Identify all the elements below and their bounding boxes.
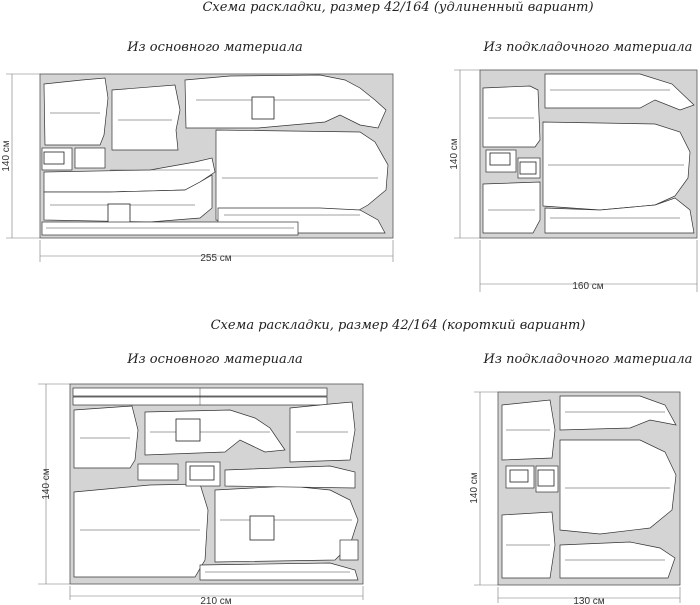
- pattern-piece: [224, 465, 356, 489]
- section-2-lining-height: 140 см: [469, 472, 480, 503]
- label-box: [189, 465, 215, 481]
- pattern-piece: [214, 485, 359, 563]
- pattern-piece: [41, 221, 299, 236]
- label-box: [43, 151, 65, 165]
- section-2-lining-width: 130 см: [573, 596, 604, 605]
- label-box: [489, 152, 511, 166]
- section-1-lining-layout: Из подкладочного материала 140 см 160 см: [449, 40, 698, 292]
- section-2-main-width: 210 см: [200, 596, 231, 605]
- section-1-main-subtitle: Из основного материала: [126, 40, 303, 55]
- pattern-piece: [73, 483, 209, 578]
- pattern-piece: [542, 121, 691, 211]
- pattern-piece: [43, 77, 109, 146]
- label-box: [537, 469, 555, 487]
- label-box: [249, 515, 275, 541]
- label-box: [107, 203, 131, 225]
- label-box: [519, 161, 537, 175]
- pattern-piece: [559, 439, 677, 535]
- pattern-piece: [544, 197, 695, 234]
- label-box: [509, 469, 529, 483]
- section-2-lining-layout: Из подкладочного материала 140 см 130 см: [469, 352, 692, 605]
- pattern-piece: [43, 174, 213, 223]
- section-2-main-subtitle: Из основного материала: [126, 352, 303, 367]
- section-1-main-width: 255 см: [200, 253, 231, 264]
- pattern-piece: [544, 73, 695, 111]
- label-box: [175, 418, 201, 442]
- pattern-piece: [482, 85, 541, 148]
- section-2-lining-subtitle: Из подкладочного материала: [483, 352, 693, 367]
- section-1-main-layout: Из основного материала 140 см 255 см: [1, 40, 394, 264]
- section-1-lining-height: 140 см: [449, 138, 460, 169]
- section-1-lining-width: 160 см: [572, 281, 603, 292]
- section-1-title: Схема раскладки, размер 42/164 (удлиненн…: [202, 0, 593, 15]
- pattern-piece: [559, 395, 677, 431]
- pattern-piece: [111, 84, 181, 151]
- section-2-main-layout: Из основного материала 140 см 210 см: [38, 352, 364, 605]
- pattern-piece: [74, 147, 106, 169]
- section-1-main-height: 140 см: [1, 140, 12, 171]
- pattern-piece: [184, 74, 387, 129]
- pattern-piece: [137, 463, 179, 481]
- pattern-piece: [199, 562, 359, 581]
- label-box: [251, 96, 275, 120]
- pattern-piece: [339, 539, 359, 561]
- section-2-main-height: 140 см: [41, 468, 52, 499]
- pattern-piece: [73, 405, 139, 469]
- section-2-title: Схема раскладки, размер 42/164 (короткий…: [211, 318, 586, 333]
- section-1-lining-subtitle: Из подкладочного материала: [483, 40, 693, 55]
- pattern-piece: [482, 181, 541, 234]
